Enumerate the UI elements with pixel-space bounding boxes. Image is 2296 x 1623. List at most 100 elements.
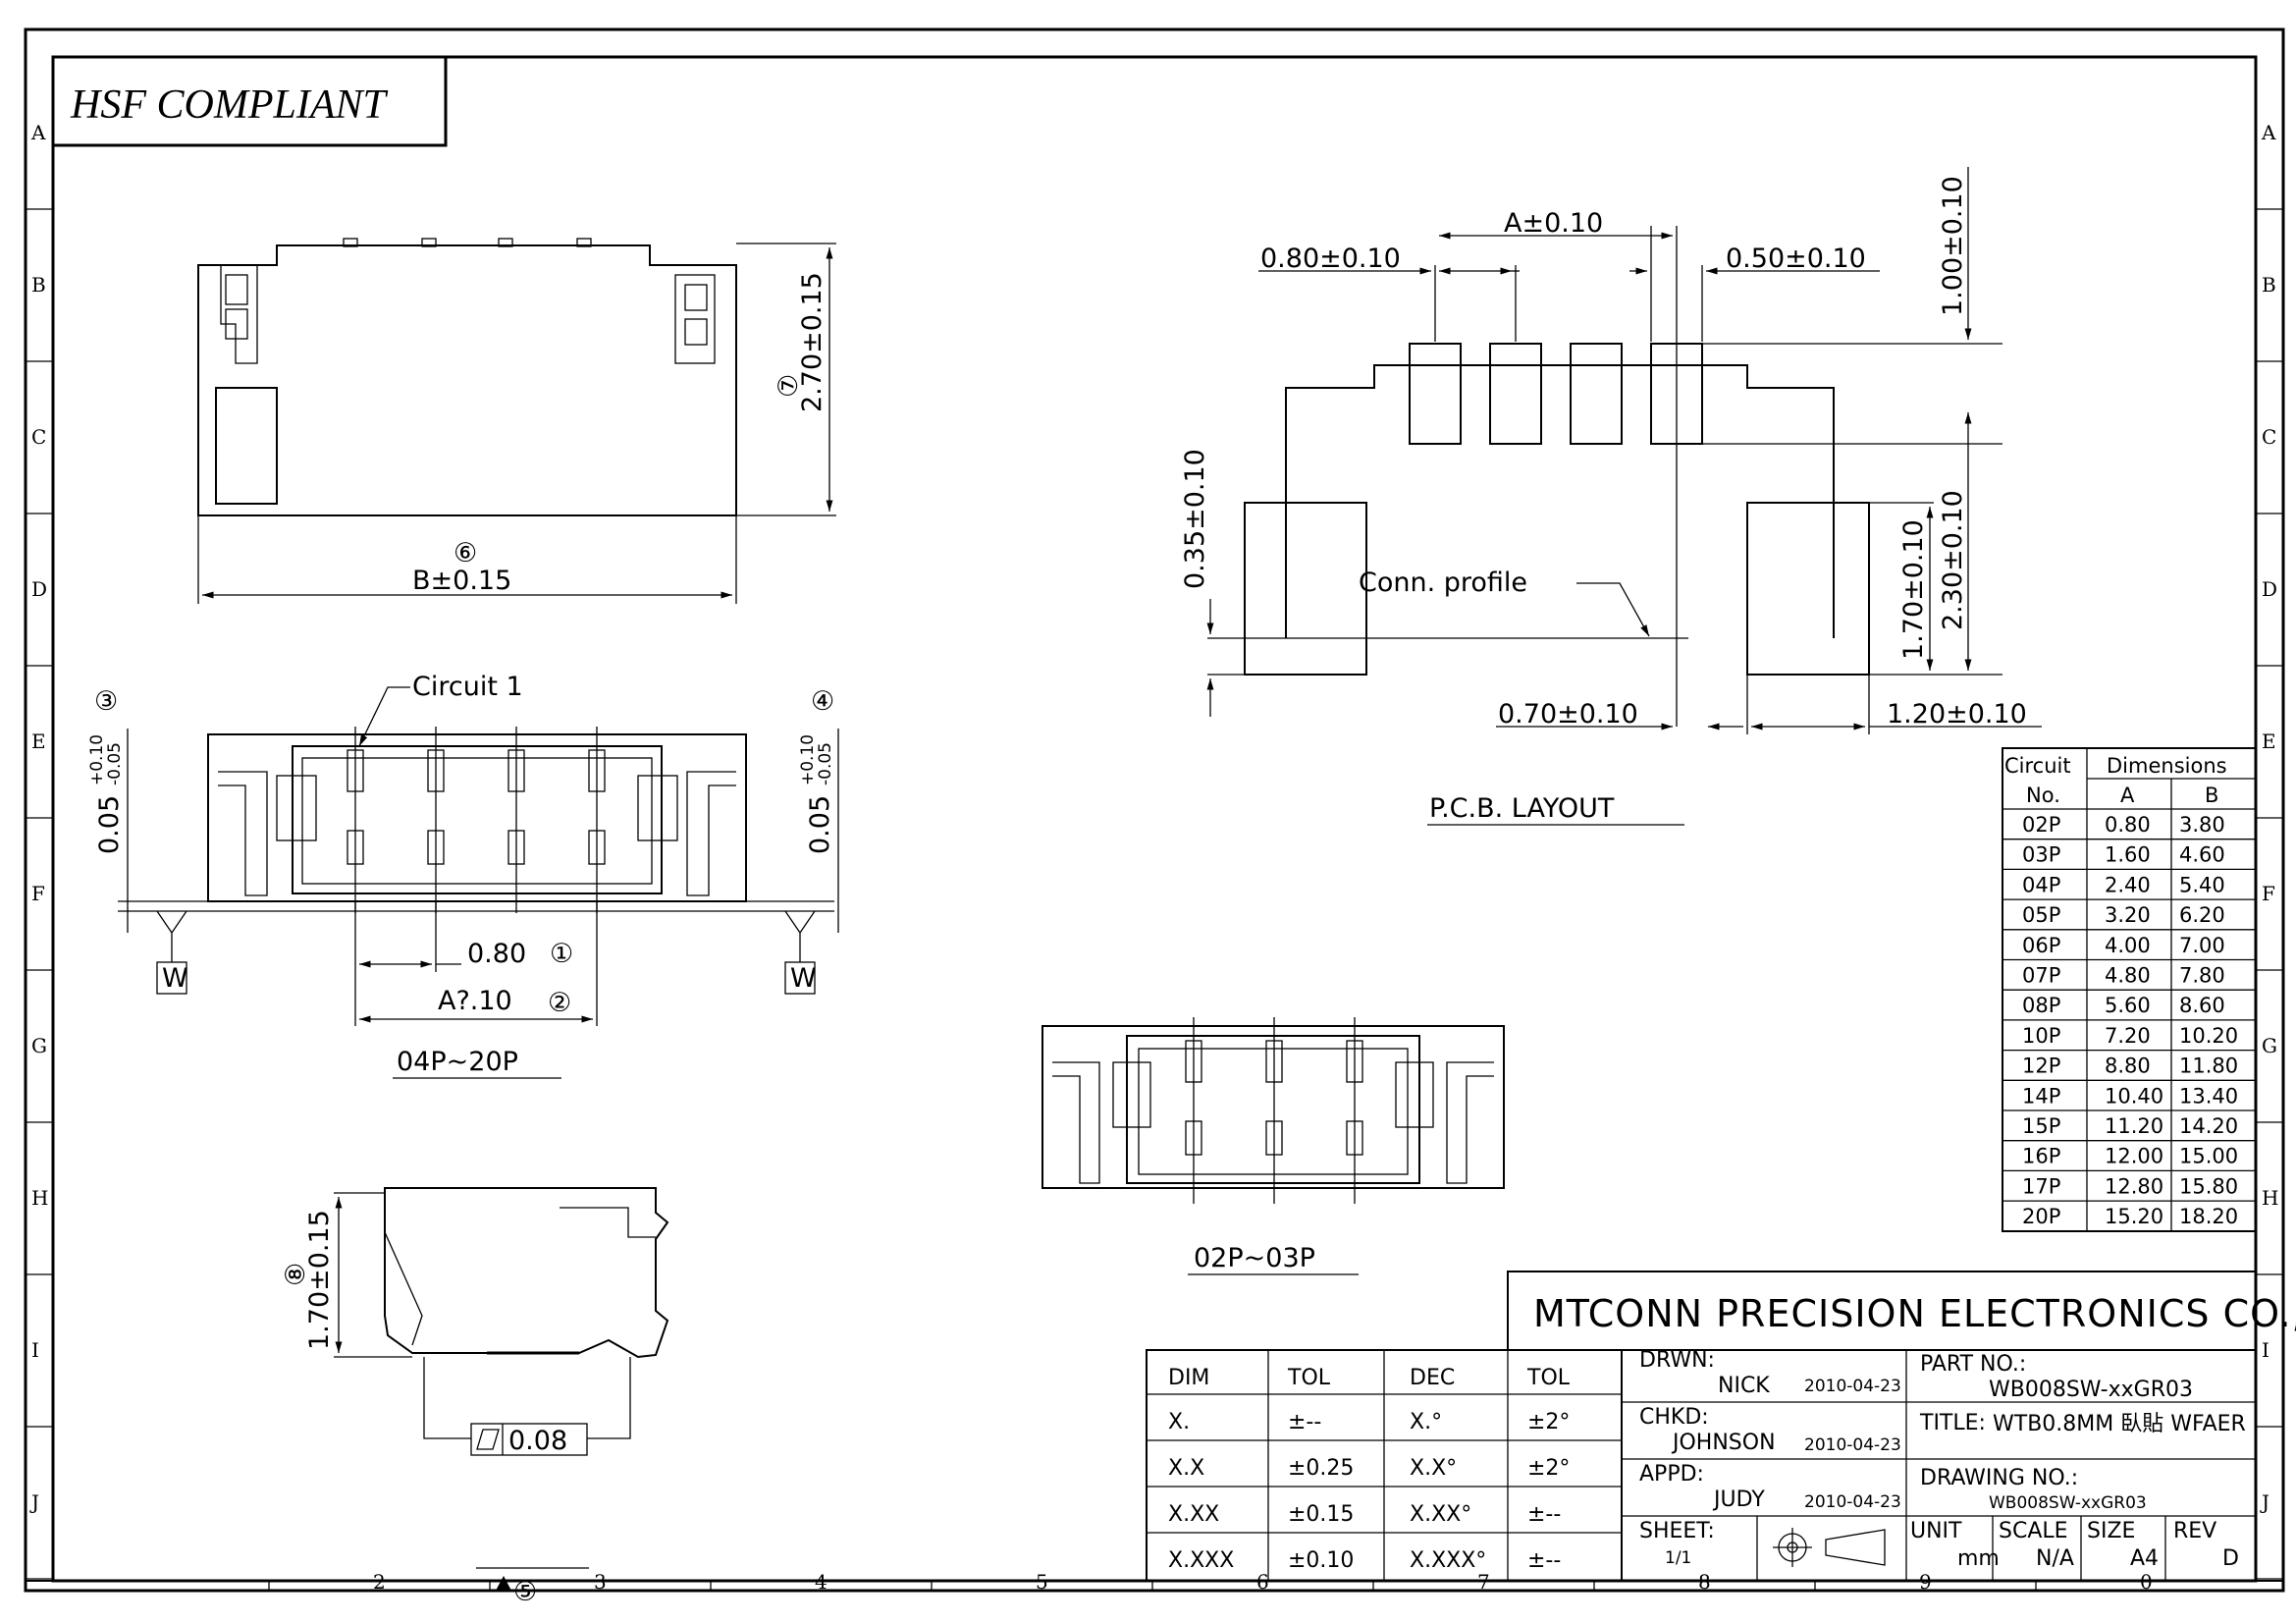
- conn-profile-label: Conn. profile: [1359, 568, 1527, 598]
- pcb-layout: 0.35±0.10 Conn. profile A±0.10 0.80±0.10…: [1180, 167, 2042, 826]
- table-header-dimensions: Dimensions: [2107, 754, 2227, 778]
- tol-header: TOL: [1287, 1366, 1331, 1390]
- title-value: WTB0.8MM 臥貼 WFAER: [1993, 1412, 2246, 1436]
- tol-cell: ±--: [1288, 1410, 1321, 1434]
- zone-row-left-I: I: [31, 1338, 39, 1362]
- tol-plus-left: +0.10: [87, 734, 107, 785]
- tol-cell: X.XX: [1168, 1502, 1219, 1527]
- tol-cell: ±0.25: [1288, 1456, 1354, 1481]
- table-header-no: No.: [2026, 784, 2060, 807]
- scale-label: SCALE: [1999, 1519, 2068, 1543]
- row-dim-a: 4.00: [2105, 934, 2151, 957]
- drawing-no: WB008SW-xxGR03: [1989, 1493, 2147, 1513]
- chkd-name: JOHNSON: [1671, 1431, 1776, 1455]
- size-value: A4: [2130, 1546, 2159, 1571]
- row-dim-a: 12.80: [2105, 1174, 2163, 1198]
- row-circuit-no: 14P: [2022, 1084, 2060, 1108]
- hsf-badge-text: HSF COMPLIANT: [70, 82, 388, 128]
- row-dim-a: 8.80: [2105, 1055, 2151, 1078]
- flatness-left: 0.05: [94, 795, 125, 854]
- pcb-dim-pad-width: 0.50±0.10: [1726, 243, 1866, 274]
- row-dim-b: 5.40: [2179, 873, 2225, 896]
- table-header-a: A: [2120, 784, 2135, 807]
- row-dim-b: 11.80: [2179, 1055, 2238, 1078]
- row-dim-a: 7.20: [2105, 1024, 2151, 1048]
- row-circuit-no: 17P: [2022, 1174, 2060, 1198]
- pcb-dim-070: 0.70±0.10: [1498, 699, 1638, 730]
- pcb-dim-035: 0.35±0.10: [1180, 449, 1210, 589]
- row-dim-b: 6.20: [2179, 903, 2225, 927]
- row-dim-b: 13.40: [2179, 1084, 2238, 1108]
- row-circuit-no: 12P: [2022, 1055, 2060, 1078]
- zone-row-left-D: D: [31, 577, 47, 601]
- tol-cell: X.: [1168, 1410, 1190, 1434]
- row-dim-b: 10.20: [2179, 1024, 2238, 1048]
- zone-row-right-B: B: [2262, 273, 2276, 297]
- row-circuit-no: 08P: [2022, 994, 2060, 1017]
- tol-minus-left: -0.05: [105, 742, 125, 785]
- pcb-layout-title: P.C.B. LAYOUT: [1429, 793, 1615, 824]
- pcb-dim-230: 2.30±0.10: [1938, 490, 1968, 630]
- zone-row-right-I: I: [2262, 1338, 2269, 1362]
- part-no-label: PART NO.:: [1920, 1352, 2026, 1377]
- row-dim-a: 0.80: [2105, 813, 2151, 837]
- row-circuit-no: 10P: [2022, 1024, 2060, 1048]
- row-circuit-no: 15P: [2022, 1114, 2060, 1138]
- tol-header: TOL: [1526, 1366, 1571, 1390]
- side-height-dim: 1.70±0.15: [304, 1210, 335, 1350]
- top-height-dim: 2.70±0.15: [797, 272, 828, 412]
- tol-cell: X.XXX°: [1410, 1548, 1486, 1573]
- top-height-marker: ⑦: [774, 374, 804, 398]
- zone-row-right-G: G: [2262, 1034, 2277, 1057]
- row-dim-a: 15.20: [2105, 1205, 2163, 1228]
- scale-value: N/A: [2036, 1546, 2074, 1571]
- row-circuit-no: 06P: [2022, 934, 2060, 957]
- row-dim-a: 1.60: [2105, 843, 2151, 867]
- row-circuit-no: 02P: [2022, 813, 2060, 837]
- zone-row-left-E: E: [31, 730, 46, 753]
- sheet-value: 1/1: [1665, 1548, 1691, 1568]
- small-pin-group: [1185, 1017, 1363, 1204]
- span-marker: ②: [548, 988, 571, 1018]
- side-flatness: 0.08: [508, 1426, 567, 1456]
- row-dim-b: 14.20: [2179, 1114, 2238, 1138]
- small-front-view: 02P~03P: [1041, 1017, 1505, 1275]
- top-width-dim: B±0.15: [412, 566, 511, 596]
- marker-4: ④: [811, 686, 834, 717]
- tol-cell: ±2°: [1527, 1410, 1570, 1434]
- row-dim-a: 4.80: [2105, 964, 2151, 988]
- row-dim-b: 3.80: [2179, 813, 2225, 837]
- tol-header: DEC: [1410, 1366, 1455, 1390]
- table-header-circuit: Circuit: [2004, 754, 2071, 778]
- tol-plus-right: +0.10: [798, 734, 818, 785]
- datum-w-left: W: [162, 963, 188, 994]
- side-view: 1.70±0.15 ⑧ 0.08 ⑤: [281, 1187, 669, 1607]
- row-dim-b: 8.60: [2179, 994, 2225, 1017]
- zone-row-right-F: F: [2262, 882, 2275, 905]
- zone-col-3-1: 3: [594, 1570, 607, 1594]
- tol-cell: X.XX°: [1410, 1502, 1471, 1527]
- zone-col-5-3: 5: [1036, 1570, 1048, 1594]
- appd-name: JUDY: [1712, 1488, 1765, 1512]
- row-dim-a: 3.20: [2105, 903, 2151, 927]
- range-label-02-03: 02P~03P: [1194, 1243, 1315, 1273]
- zone-row-right-A: A: [2261, 121, 2276, 144]
- marker-3: ③: [94, 686, 118, 717]
- row-dim-b: 7.80: [2179, 964, 2225, 988]
- row-circuit-no: 20P: [2022, 1205, 2060, 1228]
- drwn-label: DRWN:: [1639, 1348, 1715, 1373]
- tol-cell: X.XXX: [1168, 1548, 1234, 1573]
- row-dim-b: 4.60: [2179, 843, 2225, 867]
- datum-w-right: W: [790, 963, 817, 994]
- tol-header: DIM: [1168, 1366, 1209, 1390]
- pitch-dim: 0.80: [467, 939, 526, 969]
- pcb-dim-pad-len: 1.00±0.10: [1938, 176, 1968, 316]
- table-header-b: B: [2205, 784, 2218, 807]
- row-dim-a: 11.20: [2105, 1114, 2163, 1138]
- drwn-name: NICK: [1718, 1374, 1770, 1398]
- drwn-date: 2010-04-23: [1804, 1377, 1901, 1396]
